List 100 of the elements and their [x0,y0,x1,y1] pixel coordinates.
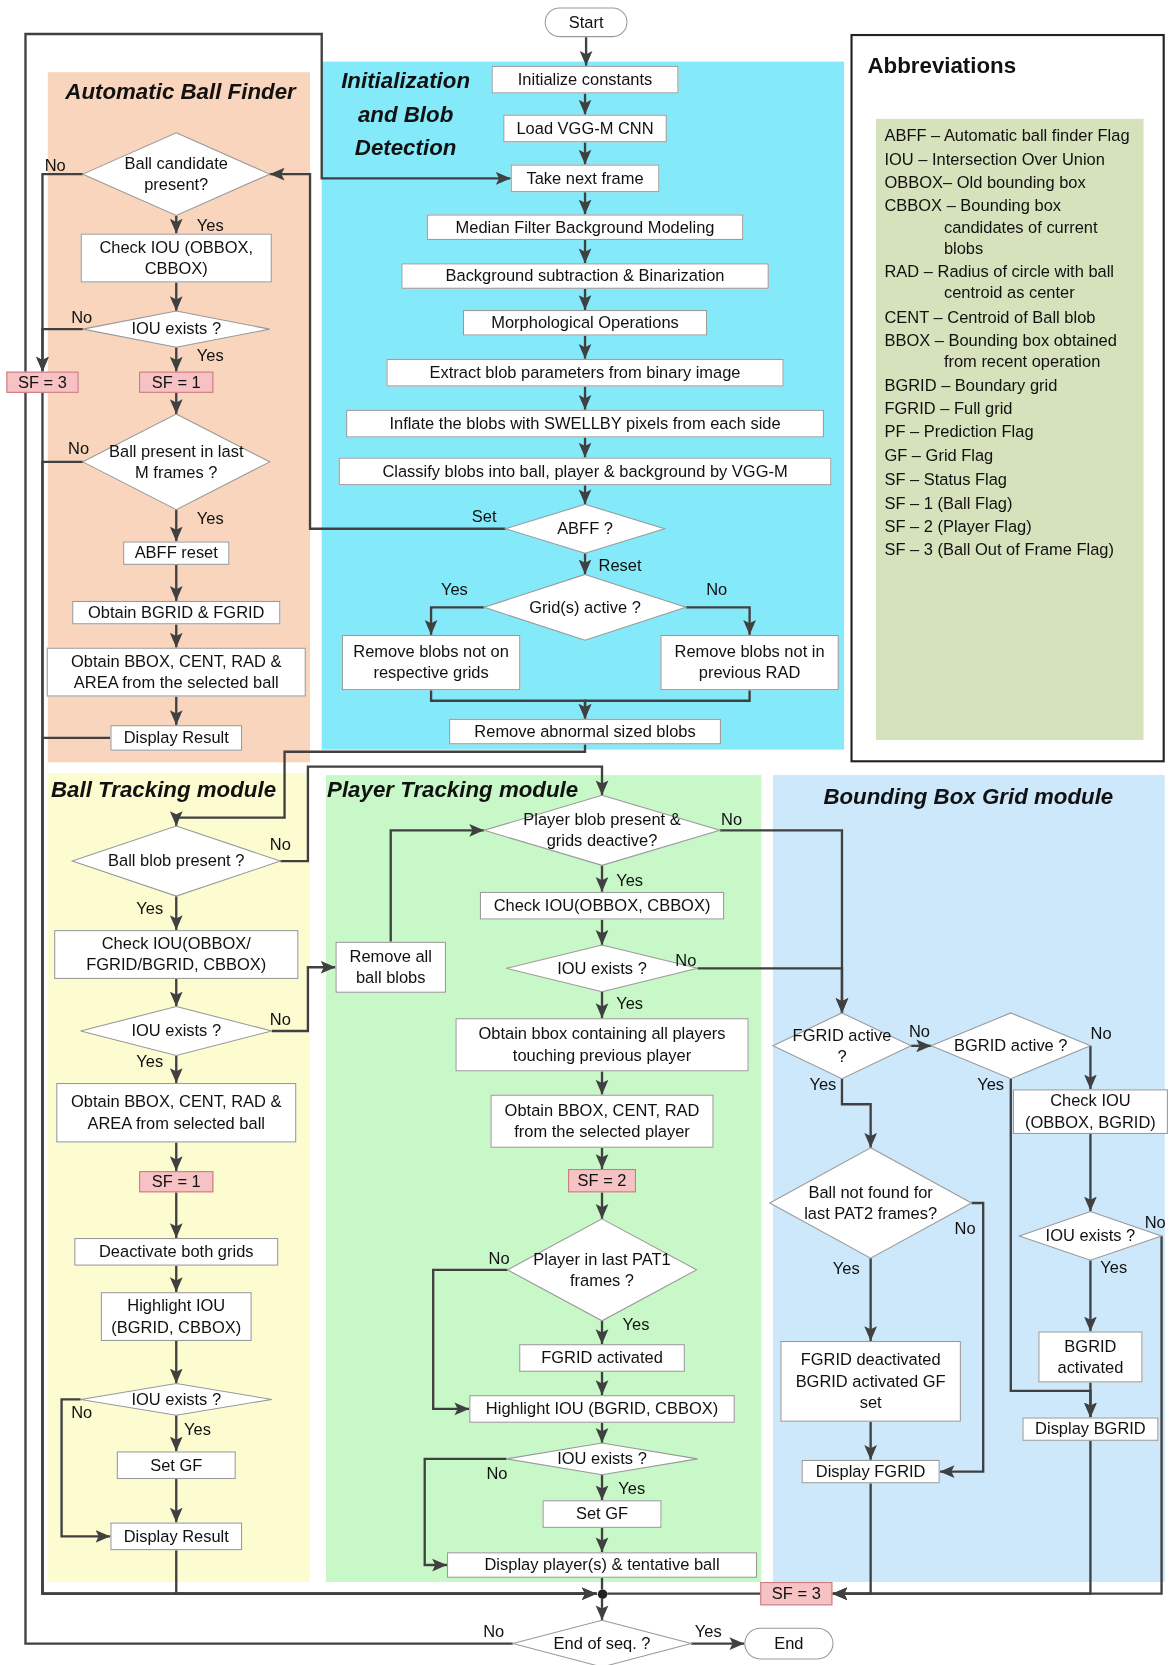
abbreviation-panel [875,118,1144,740]
edge-label: No [483,1623,505,1641]
abbreviation-entry: IOU – Intersection Over Union [884,148,1106,170]
process-box: Initialize constants [491,65,679,94]
edge-label: Yes [616,995,644,1012]
arrow [1084,1133,1097,1212]
arrow [595,1474,609,1501]
process-box: Check IOU(OBBOX, CBBOX) [479,891,725,920]
edge-label: Yes [136,900,164,918]
abbreviation-entry: OBBOX– Old bounding box [884,171,1087,193]
decision-diamond: FGRID active ? [772,1012,911,1079]
connector-line [175,1550,597,1595]
arrow [578,335,592,359]
edge-label: Yes [136,1053,164,1070]
arrow [840,1078,877,1148]
flag-box: SF = 3 [760,1582,833,1606]
decision-diamond: Ball candidate present? [82,132,270,216]
arrow [169,1192,183,1238]
arrow [578,437,592,458]
edge-label: No [486,1465,508,1482]
process-box: Check IOU (OBBOX, BGRID) [1012,1089,1168,1134]
process-box: Classify blobs into ball, player & background by VGG-M [338,457,832,486]
arrow [41,736,597,1601]
process-box: Set GF [116,1451,236,1480]
module-panel [321,61,845,750]
arrow [432,1268,508,1416]
arrow [169,509,183,542]
arrow [169,1415,183,1452]
arrow [169,1142,183,1172]
decision-diamond: End of seq. ? [512,1620,692,1665]
edge-label: No [1090,1024,1112,1042]
arrow [578,485,592,505]
junction-dot [597,1588,607,1599]
process-box: Display player(s) & tentative ball [447,1552,758,1578]
process-box: Obtain BBOX, CENT, RAD from the selected player [490,1094,714,1148]
process-box: Background subtraction & Binarization [401,263,769,289]
process-box: Median Filter Background Modeling [426,214,744,240]
arrow [578,192,592,215]
arrow [864,1258,877,1341]
legend-panel [850,34,1165,763]
arrow [685,606,756,635]
arrow [271,960,336,1033]
abbreviation-entry: CBBOX – Bounding box candidates of current blobs [884,195,1099,260]
arrow [911,1039,932,1053]
arrow [578,386,592,410]
arrow [1084,1382,1097,1418]
edge-label: Set [471,507,497,525]
arrow [169,1341,183,1384]
arrow [169,215,183,234]
module-panel [325,775,762,1582]
flag-box: SF = 1 [139,371,214,393]
edge-label: No [44,157,66,174]
arrow [595,1147,609,1169]
arrow [579,37,593,66]
abbreviation-entry: ABFF – Automatic ball finder Flag [884,124,1131,146]
process-box: ABFF reset [123,541,230,565]
decision-diamond: IOU exists ? [506,1442,698,1475]
abbreviation-entry: SF – 2 (Player Flag) [884,515,1033,537]
arrow [595,1527,609,1553]
edge-label: No [675,952,697,970]
process-box: Highlight IOU (BGRID, CBBOX) [469,1395,735,1423]
edge-label: Yes [1100,1259,1128,1276]
process-box: Check IOU(OBBOX/ FGRID/BGRID, CBBOX) [54,930,299,979]
arrow [1084,1260,1097,1332]
edge-label: No [721,811,743,828]
edge-label: No [71,1403,93,1421]
process-box: Deactivate both grids [74,1238,279,1266]
process-box: Inflate the blobs with SWELLBY pixels from each side [346,409,824,438]
decision-diamond: BGRID active ? [931,1012,1091,1079]
arrow [832,1440,1092,1601]
decision-diamond: Grid(s) active ? [484,574,686,641]
abbreviation-entry: GF – Grid Flag [884,445,995,467]
arrow [578,288,592,311]
arrow [36,327,83,372]
edge-label: Yes [616,871,644,889]
flag-box: SF = 1 [139,1171,214,1193]
abbreviation-entry: BGRID – Boundary grid [884,374,1059,396]
arrow [169,1479,183,1523]
process-box: FGRID deactivated BGRID activated GF set [780,1341,961,1422]
arrow [169,1265,183,1293]
abbreviation-entry: PF – Prediction Flag [884,421,1035,443]
edge-label: Yes [196,509,224,527]
abbreviation-entry: BBOX – Bounding box obtained from recent operation [884,330,1118,373]
terminal-box: End [744,1627,834,1660]
arrow [578,93,592,115]
terminal-box: Start [544,7,628,38]
process-box: BGRID activated [1038,1331,1143,1383]
abbreviation-entry: CENT – Centroid of Ball blob [884,306,1097,328]
process-box: Obtain BBOX, CENT, RAD & AREA from selected ball [56,1083,297,1143]
arrow [864,1421,877,1460]
decision-diamond: IOU exists ? [80,1006,272,1056]
process-box: Display BGRID [1022,1417,1159,1441]
edge-label: Yes [196,216,224,234]
process-box: Extract blob parameters from binary image [386,358,784,387]
edge-label: No [908,1022,930,1040]
edge-label: No [68,439,90,457]
arrow [595,865,609,892]
arrow [169,896,183,931]
arrow [595,1192,609,1219]
process-box: Obtain bbox containing all players touching previous player [455,1018,749,1072]
